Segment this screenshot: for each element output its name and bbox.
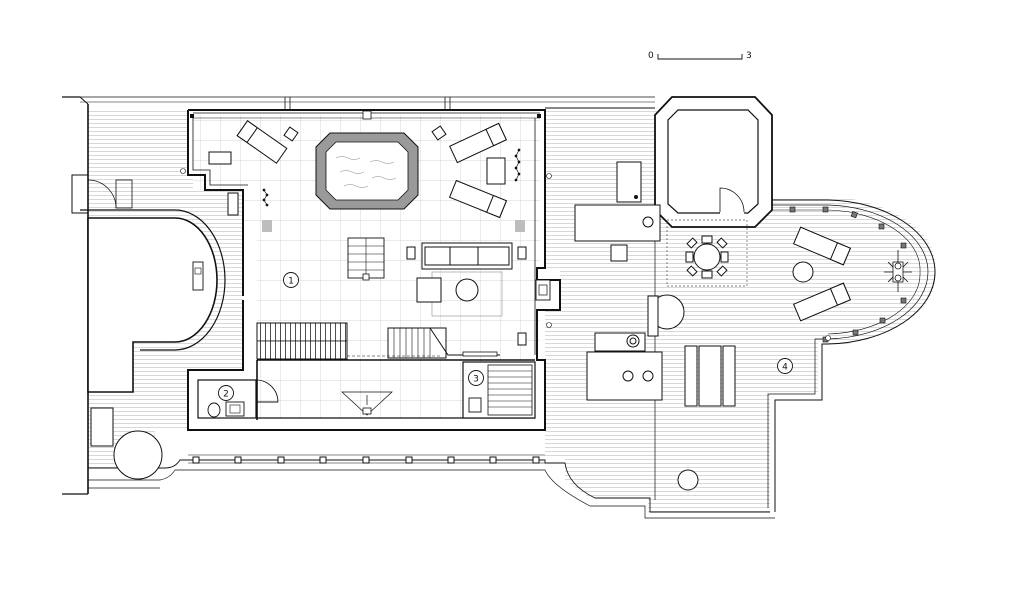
compass-star-symbol [884,250,912,292]
room-label-1: 1 [283,272,299,288]
east-terrace-posts [789,206,907,343]
parapet-posts [192,456,540,464]
scale-start-label: 0 [648,51,654,61]
room-label-2: 2 [218,385,234,401]
neighbor-block [80,209,226,393]
octagon-tower [654,96,773,228]
plant-markers [262,148,525,232]
east-terrace-boundary [545,107,936,512]
scale-end-label: 3 [746,51,752,61]
east-loungers [792,226,852,322]
svg-text:2: 2 [223,390,229,400]
floor-lamp-symbol [341,391,393,416]
room-labels: 1 2 3 4 [218,272,793,401]
staircases [256,237,500,360]
southwest-objects [90,407,163,480]
east-door [535,279,551,301]
pool [315,132,419,210]
room-label-3: 3 [468,370,484,386]
svg-text:4: 4 [782,363,788,373]
svg-text:3: 3 [473,375,479,385]
wall-fixtures [180,168,831,341]
svg-text:1: 1 [288,277,294,287]
sun-loungers [208,120,508,219]
room-label-4: 4 [777,358,793,374]
scale-bar: 0 3 [648,51,752,61]
east-furniture [574,161,814,491]
living-furniture [406,242,527,346]
